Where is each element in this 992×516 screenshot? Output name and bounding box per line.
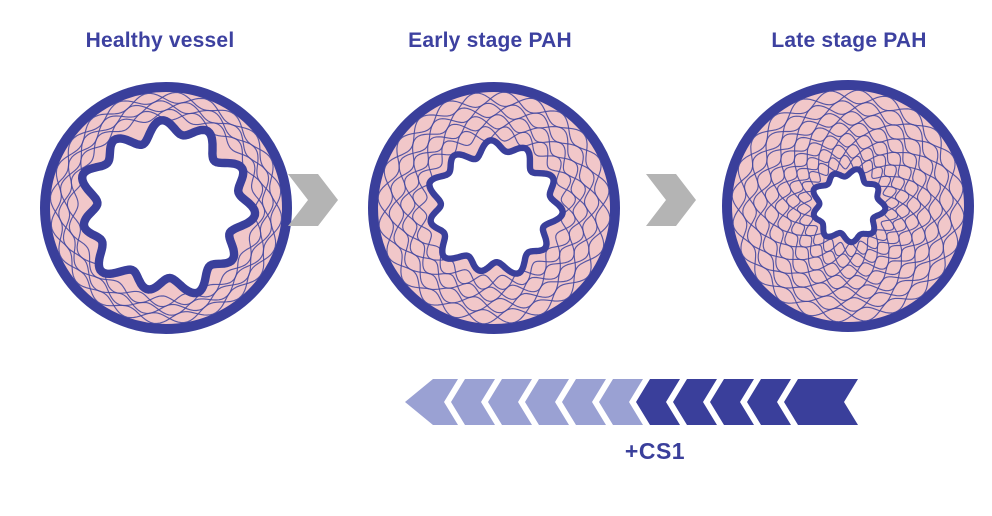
stage-title-early-pah: Early stage PAH — [408, 29, 572, 52]
stage-title-healthy: Healthy vessel — [85, 29, 235, 52]
late-stage-pah-vessel-illustration — [718, 76, 978, 336]
stage-title-late-pah: Late stage PAH — [771, 29, 927, 52]
healthy-vessel-illustration — [36, 78, 296, 338]
progression-arrow-icon — [646, 174, 696, 226]
early-stage-pah-vessel-illustration — [364, 78, 624, 338]
reversal-chevron-arrow-icon — [400, 379, 860, 425]
progression-arrow-icon — [288, 174, 338, 226]
cs1-treatment-label: +CS1 — [624, 438, 686, 464]
